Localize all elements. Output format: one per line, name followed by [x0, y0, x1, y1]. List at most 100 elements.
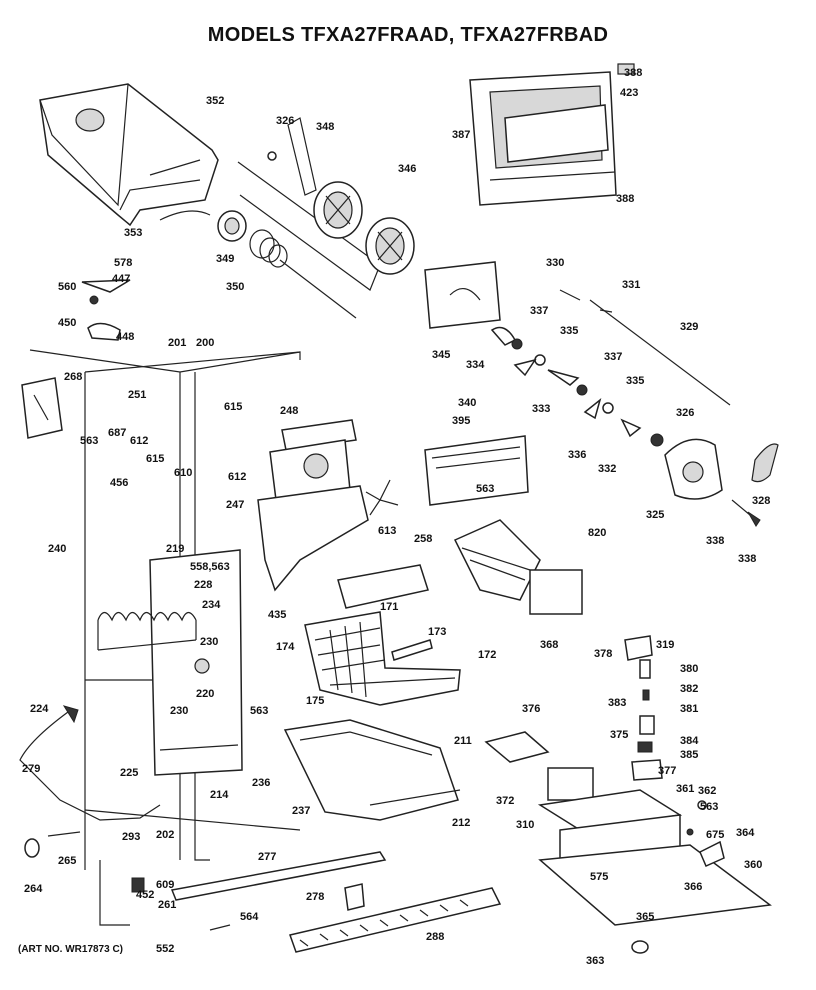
part-callout: 348 — [316, 121, 334, 133]
part-callout: 220 — [196, 688, 214, 700]
part-callout: 365 — [636, 911, 654, 923]
part-callout: 335 — [626, 375, 644, 387]
art-number: (ART NO. WR17873 C) — [18, 944, 124, 955]
part-callout: 346 — [398, 163, 416, 175]
plate-345 — [424, 261, 501, 329]
part-callout: 258 — [414, 533, 432, 545]
toe-grille-icon — [289, 887, 502, 953]
part-callout: 423 — [620, 87, 638, 99]
part-callout: 388 — [616, 193, 634, 205]
part-callout: 563 — [476, 483, 494, 495]
part-callout: 368 — [540, 639, 558, 651]
part-callout: 230 — [170, 705, 188, 717]
part-callout: 452 — [136, 889, 154, 901]
part-callout: 395 — [452, 415, 470, 427]
part-363 — [631, 940, 649, 954]
part-callout: 172 — [478, 649, 496, 661]
part-callout: 325 — [646, 509, 664, 521]
part-callout: 336 — [568, 449, 586, 461]
part-609 — [131, 877, 145, 893]
part-callout: 310 — [516, 819, 534, 831]
part-callout: 612 — [228, 471, 246, 483]
part-callout: 279 — [22, 763, 40, 775]
part-callout: 610 — [174, 467, 192, 479]
part-callout: 331 — [622, 279, 640, 291]
part-callout: 613 — [378, 525, 396, 537]
drawer-pan-icon — [283, 719, 461, 821]
wire-basket-icon — [304, 611, 461, 706]
part-callout: 333 — [532, 403, 550, 415]
wire-353 — [159, 210, 211, 221]
part-callout: 375 — [610, 729, 628, 741]
cover-372 — [484, 731, 550, 763]
part-callout: 560 — [58, 281, 76, 293]
part-callout: 350 — [226, 281, 244, 293]
part-callout: 435 — [268, 609, 286, 621]
part-callout: 552 — [156, 943, 174, 955]
part-callout: 447 — [112, 273, 130, 285]
part-callout: 564 — [240, 911, 259, 923]
part-callout: 578 — [114, 257, 132, 269]
part-callout: 352 — [206, 95, 224, 107]
board-395 — [424, 435, 529, 506]
page-title: MODELS TFXA27FRAAD, TFXA27FRBAD — [207, 24, 609, 46]
part-callout: 558,563 — [190, 561, 230, 573]
part-callout: 383 — [608, 697, 626, 709]
part-callout: 234 — [202, 599, 221, 611]
part-callout: 277 — [258, 851, 276, 863]
part-callout: 237 — [292, 805, 310, 817]
part-callout: 288 — [426, 931, 444, 943]
part-callout: 353 — [124, 227, 142, 239]
part-callout: 268 — [64, 371, 82, 383]
bracket-448 — [87, 322, 121, 341]
part-callout: 609 — [156, 879, 174, 891]
part-callout: 563 — [80, 435, 98, 447]
part-callout: 240 — [48, 543, 66, 555]
part-callout: 345 — [432, 349, 450, 361]
part-callout: 384 — [680, 735, 699, 747]
part-callout: 329 — [680, 321, 698, 333]
tube-224 — [19, 711, 161, 821]
part-callout: 615 — [224, 401, 242, 413]
part-callout: 360 — [744, 859, 762, 871]
part-callout: 335 — [560, 325, 578, 337]
duct-258 — [337, 564, 429, 609]
part-callout: 380 — [680, 663, 698, 675]
evaporator-228 — [97, 549, 243, 776]
part-callout: 264 — [24, 883, 43, 895]
part-callout: 450 — [58, 317, 76, 329]
part-callout: 173 — [428, 626, 446, 638]
part-callout: 326 — [276, 115, 294, 127]
part-callout: 615 — [146, 453, 164, 465]
part-callout: 248 — [280, 405, 298, 417]
linkage-parts — [490, 326, 664, 447]
part-callout: 388 — [624, 67, 642, 79]
part-callout: 326 — [676, 407, 694, 419]
part-callout: 337 — [604, 351, 622, 363]
part-callout: 293 — [122, 831, 140, 843]
part-callout: 675 — [706, 829, 724, 841]
part-callout: 387 — [452, 129, 470, 141]
part-callout: 563 — [250, 705, 268, 717]
part-278 — [344, 883, 365, 911]
rail-277 — [170, 851, 387, 901]
spring-350 — [249, 229, 357, 319]
part-callout: 236 — [252, 777, 270, 789]
part-callout: 334 — [466, 359, 485, 371]
bracket-447 — [81, 279, 131, 305]
part-callout: 378 — [594, 648, 612, 660]
fan-613 — [365, 479, 399, 516]
part-callout: 363 — [586, 955, 604, 967]
part-callout: 381 — [680, 703, 698, 715]
part-callout: 563 — [700, 801, 718, 813]
part-callout: 175 — [306, 695, 324, 707]
part-callout: 687 — [108, 427, 126, 439]
part-callout: 224 — [30, 703, 49, 715]
auger-icon — [313, 181, 415, 275]
part-callout: 340 — [458, 397, 476, 409]
part-callout: 612 — [130, 435, 148, 447]
part-callout: 200 — [196, 337, 214, 349]
